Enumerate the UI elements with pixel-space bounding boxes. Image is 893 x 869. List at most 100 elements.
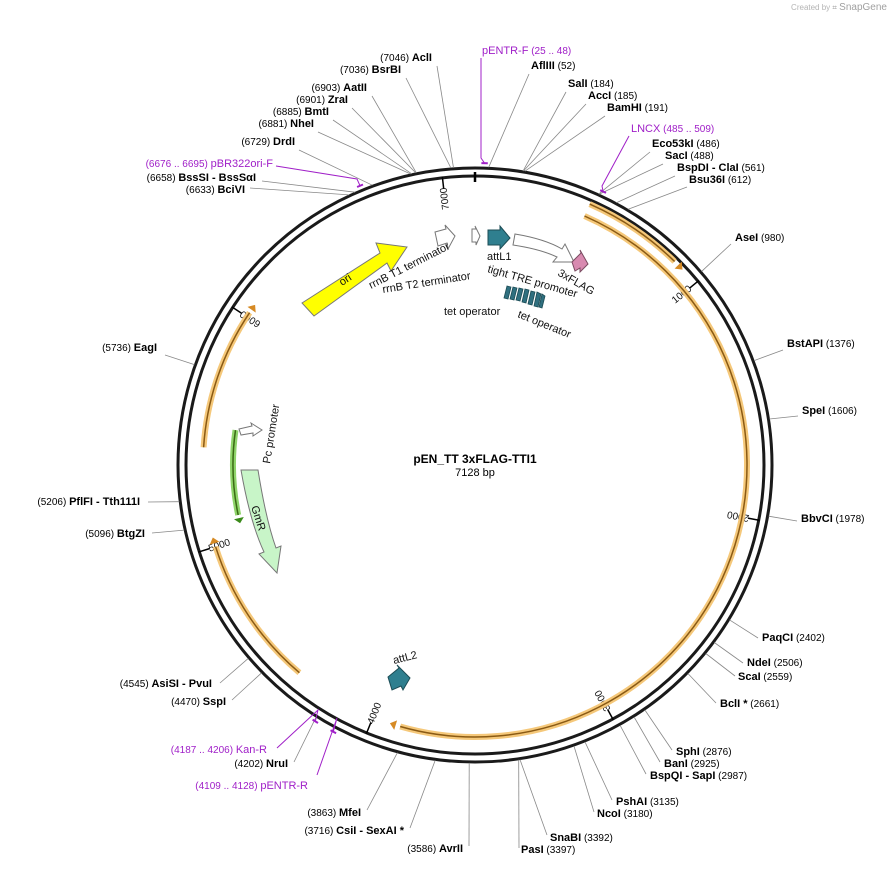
site-name-bstapi: BstAPI: [787, 338, 823, 350]
site-name-zrai: ZraI: [328, 94, 348, 106]
site-name-saci: SacI: [665, 150, 688, 162]
primer-leader-lncx: [601, 135, 630, 192]
site-label-snabi: SnaBI (3392): [550, 832, 613, 844]
site-pos-nrui: (4202): [234, 759, 266, 770]
leader-sspi: [231, 672, 262, 701]
site-pos-sphi: (2876): [700, 747, 732, 758]
site-label-bani: BanI (2925): [664, 758, 720, 770]
tick-label-2000: 2000: [726, 508, 750, 523]
site-label-paqci: PaqCI (2402): [762, 632, 825, 644]
primer-name-kan-r: Kan-R: [236, 744, 267, 756]
leader-spei: [769, 415, 799, 420]
site-name-bsrbi: BsrBI: [372, 64, 401, 76]
primer-pos-pentr-r: (4109 .. 4128): [195, 781, 260, 792]
site-name-pflfi-tth111i: PflFI - Tth111I: [69, 496, 140, 508]
gmr-orf-arc-core: [232, 429, 239, 516]
site-name-nrui: NruI: [266, 758, 288, 770]
plasmid-length: 7128 bp: [455, 467, 495, 479]
tet-operator-label-2: tet operator: [516, 309, 573, 341]
site-pos-nhei: (6881): [258, 119, 290, 130]
site-label-asisi-pvui: (4545) AsiSI - PvuI: [120, 678, 212, 690]
site-label-zrai: (6901) ZraI: [296, 94, 348, 106]
site-pos-zrai: (6901): [296, 95, 328, 106]
site-name-ncoi: NcoI: [597, 808, 621, 820]
leader-paqci: [729, 619, 759, 639]
site-label-pasi: PasI (3397): [521, 844, 575, 856]
tet-operator-box-6: [533, 291, 542, 308]
site-pos-bcivi: (6633): [186, 185, 218, 196]
primer-mark-kan-r: [312, 718, 319, 724]
tick-label-4000: 4000: [366, 701, 385, 726]
site-name-pshai: PshAI: [616, 796, 647, 808]
leader-bspqi-sapi: [619, 725, 647, 775]
site-name-acli: AclI: [412, 52, 432, 64]
tick-label-7000: 7000: [439, 187, 452, 211]
feature-layer: [200, 201, 751, 740]
site-name-bamhi: BamHI: [607, 102, 642, 114]
tet-operator-box-4: [521, 288, 530, 304]
tet-operator-box-7: [538, 293, 546, 309]
site-pos-spei: (1606): [825, 406, 857, 417]
snapgene-credit: Created by ⌗ SnapGene: [791, 2, 887, 13]
site-label-nhei: (6881) NheI: [258, 118, 314, 130]
leader-acci: [523, 103, 587, 172]
site-label-bmti: (6885) BmtI: [273, 106, 329, 118]
site-pos-acci: (185): [611, 91, 637, 102]
site-name-btgzi: BtgZI: [117, 528, 145, 540]
tet-operator-box-1: [503, 285, 512, 300]
rrnb-t1-terminator-feature: [434, 224, 456, 251]
leader-bsssi-bsss-i: [261, 180, 356, 193]
site-name-nhei: NheI: [290, 118, 314, 130]
site-pos-bani: (2925): [688, 759, 720, 770]
tick-mark-6000: [231, 306, 243, 315]
site-label-afliii: AflIII (52): [531, 60, 575, 72]
leader-afliii: [488, 73, 530, 168]
site-pos-bamhi: (191): [642, 103, 668, 114]
tick-mark-4000: [365, 722, 372, 735]
site-pos-asisi-pvui: (4545): [120, 679, 152, 690]
site-pos-paqci: (2402): [793, 633, 825, 644]
leader-acli: [436, 65, 454, 168]
primer-label-lncx: LNCX (485 .. 509): [631, 123, 714, 135]
site-name-bbvci: BbvCI: [801, 513, 833, 525]
site-label-scai: ScaI (2559): [738, 671, 792, 683]
site-pos-saci: (488): [688, 151, 714, 162]
site-pos-bspdi-clai: (561): [739, 163, 765, 174]
site-label-eco53ki: Eco53kI (486): [652, 138, 720, 150]
tet-operator-box-2: [509, 286, 518, 301]
site-label-ncoi: NcoI (3180): [597, 808, 653, 820]
site-name-mfei: MfeI: [339, 807, 361, 819]
leader-scai: [705, 653, 736, 677]
tick-mark-5000: [198, 547, 211, 553]
site-name-csii-sexai: CsiI - SexAI *: [336, 825, 405, 837]
site-pos-bbvci: (1978): [833, 514, 865, 525]
primer-pos-pentr-f: (25 .. 48): [528, 46, 571, 57]
primer-leader-pentr-f: [480, 58, 486, 164]
site-label-sphi: SphI (2876): [676, 746, 732, 758]
credit-brand: SnapGene: [839, 2, 887, 13]
site-pos-ndei: (2506): [771, 658, 803, 669]
site-label-acci: AccI (185): [588, 90, 637, 102]
site-pos-bsrbi: (7036): [340, 65, 372, 76]
site-pos-eco53ki: (486): [694, 139, 720, 150]
site-name-acci: AccI: [588, 90, 611, 102]
rrnb-t2-terminator-feature: [471, 225, 481, 246]
site-label-bsrbi: (7036) BsrBI: [340, 64, 401, 76]
3xflag-feature: [571, 249, 589, 274]
leader-eagi: [164, 354, 195, 365]
leader-bspdi-clai: [616, 175, 676, 204]
site-label-pflfi-tth111i: (5206) PflFI - Tth111I: [37, 496, 140, 508]
attl1-feature: [487, 224, 511, 251]
tick-mark-2000: [747, 517, 760, 522]
site-name-scai: ScaI: [738, 671, 761, 683]
gmr-orf-arrowhead: [234, 517, 244, 524]
primer-pos-lncx: (485 .. 509): [660, 124, 714, 135]
site-label-sspi: (4470) SspI: [171, 696, 226, 708]
site-pos-pflfi-tth111i: (5206): [37, 497, 69, 508]
tti1-orf-arrowhead: [389, 720, 398, 730]
site-name-bcli: BclI *: [720, 698, 748, 710]
site-label-mfei: (3863) MfeI: [307, 807, 361, 819]
leader-nrui: [293, 716, 317, 763]
site-pos-snabi: (3392): [581, 833, 613, 844]
